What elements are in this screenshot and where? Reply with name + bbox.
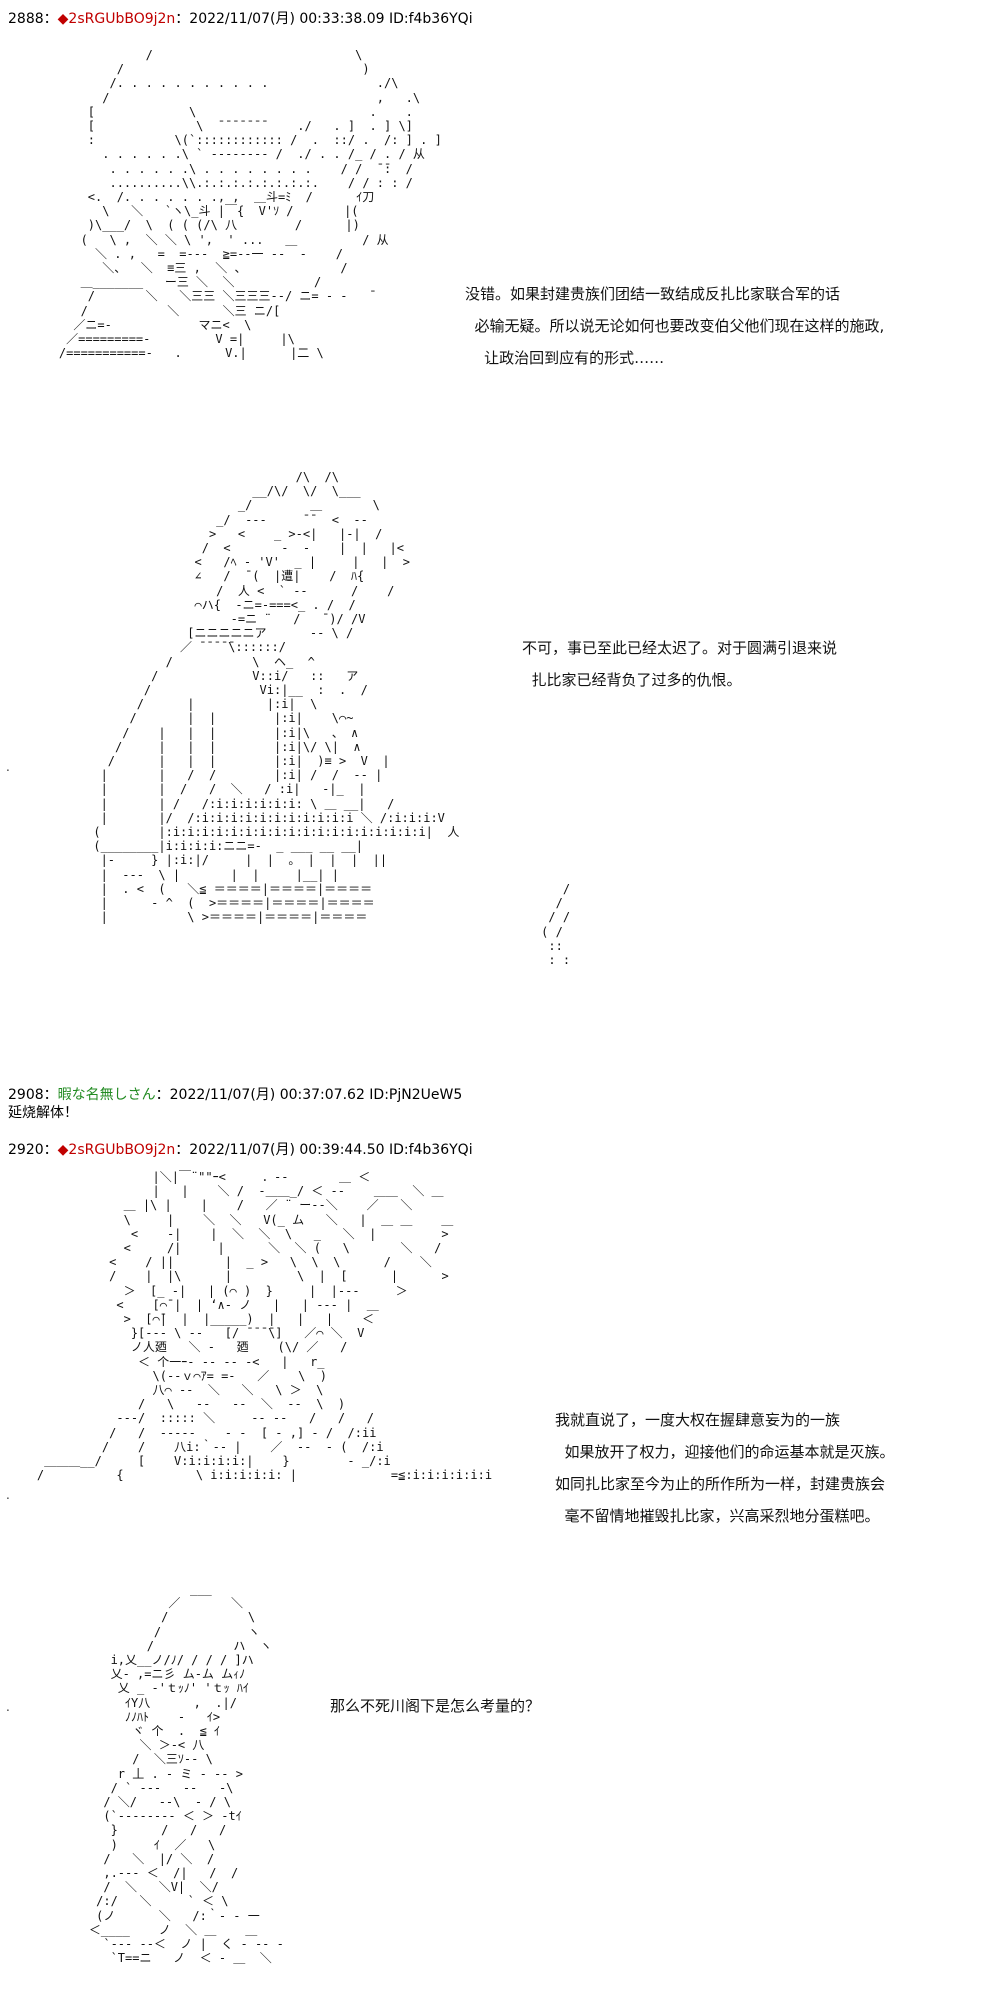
margin-dot: .	[6, 1700, 10, 1714]
post-header-2908: 2908：暇な名無しさん：2022/11/07(月) 00:37:07.62 I…	[8, 1086, 462, 1104]
dialog-text: 没错。如果封建贵族们团结一致结成反扎比家联合军的话 必输无疑。所以说无论如何也要…	[465, 285, 885, 367]
trip-diamond-icon: ◆	[57, 11, 69, 27]
poster-name[interactable]: 暇な名無しさん	[57, 1087, 156, 1103]
poster-name[interactable]: 2sRGUbBO9j2n	[68, 11, 176, 27]
dialog-text: 不可，事已至此已经太迟了。对于圆满引退来说 扎比家已经背负了过多的仇恨。	[522, 639, 838, 689]
ascii-art-character-shinazugawa: ___ ／ ＼ / \ / ヽ / ハ ヽ i,乂__ノ/ﾉ/ / / / ]ハ…	[88, 1582, 284, 1966]
ascii-art-character-spiky-hair: /\ /\ __/\/ \/ \___ _/ ＿ \ _/ ‐‐‐ ̄ ̄ < …	[93, 470, 460, 925]
margin-dot: .	[6, 760, 10, 774]
post-body: 延烧解体！	[8, 1105, 78, 1121]
post-header-2920: 2920：◆2sRGUbBO9j2n：2022/11/07(月) 00:39:4…	[8, 1141, 473, 1159]
ascii-art-character-glasses: / \ / ) /. . . . . . . . . . . ./\ / , .…	[58, 48, 442, 361]
post-number: 2888	[8, 11, 44, 27]
ascii-art-character-bandaged: |＼|￣¨""ｰ< ．‐‐ ＿ ＜ | | ＼ / ‐＿＿_/ ＜ ‐‐ ＿＿ …	[36, 1170, 493, 1483]
post-meta: ：2022/11/07(月) 00:37:07.62 ID:PjN2UeW5	[155, 1087, 463, 1103]
dialog-text: 那么不死川阁下是怎么考量的？	[330, 1697, 541, 1715]
separator: ：	[43, 1087, 58, 1103]
dialog-text: 我就直说了，一度大权在握肆意妄为的一族 如果放开了权力，迎接他们的命运基本就是灭…	[555, 1411, 895, 1525]
separator: ：	[43, 1142, 58, 1158]
margin-dot: .	[6, 1488, 10, 1502]
poster-name[interactable]: 2sRGUbBO9j2n	[68, 1142, 176, 1158]
ascii-art-fist: /\ / \ / \ \ / , ' ̄ \ ＿ / / | | ‐ | / /…	[541, 882, 570, 968]
post-number: 2908	[8, 1087, 44, 1103]
post-meta: ：2022/11/07(月) 00:39:44.50 ID:f4b36YQi	[175, 1142, 473, 1158]
post-header-2888: 2888：◆2sRGUbBO9j2n：2022/11/07(月) 00:33:3…	[8, 10, 473, 28]
post-meta: ：2022/11/07(月) 00:33:38.09 ID:f4b36YQi	[175, 11, 473, 27]
post-number: 2920	[8, 1142, 44, 1158]
separator: ：	[43, 11, 58, 27]
trip-diamond-icon: ◆	[57, 1142, 69, 1158]
